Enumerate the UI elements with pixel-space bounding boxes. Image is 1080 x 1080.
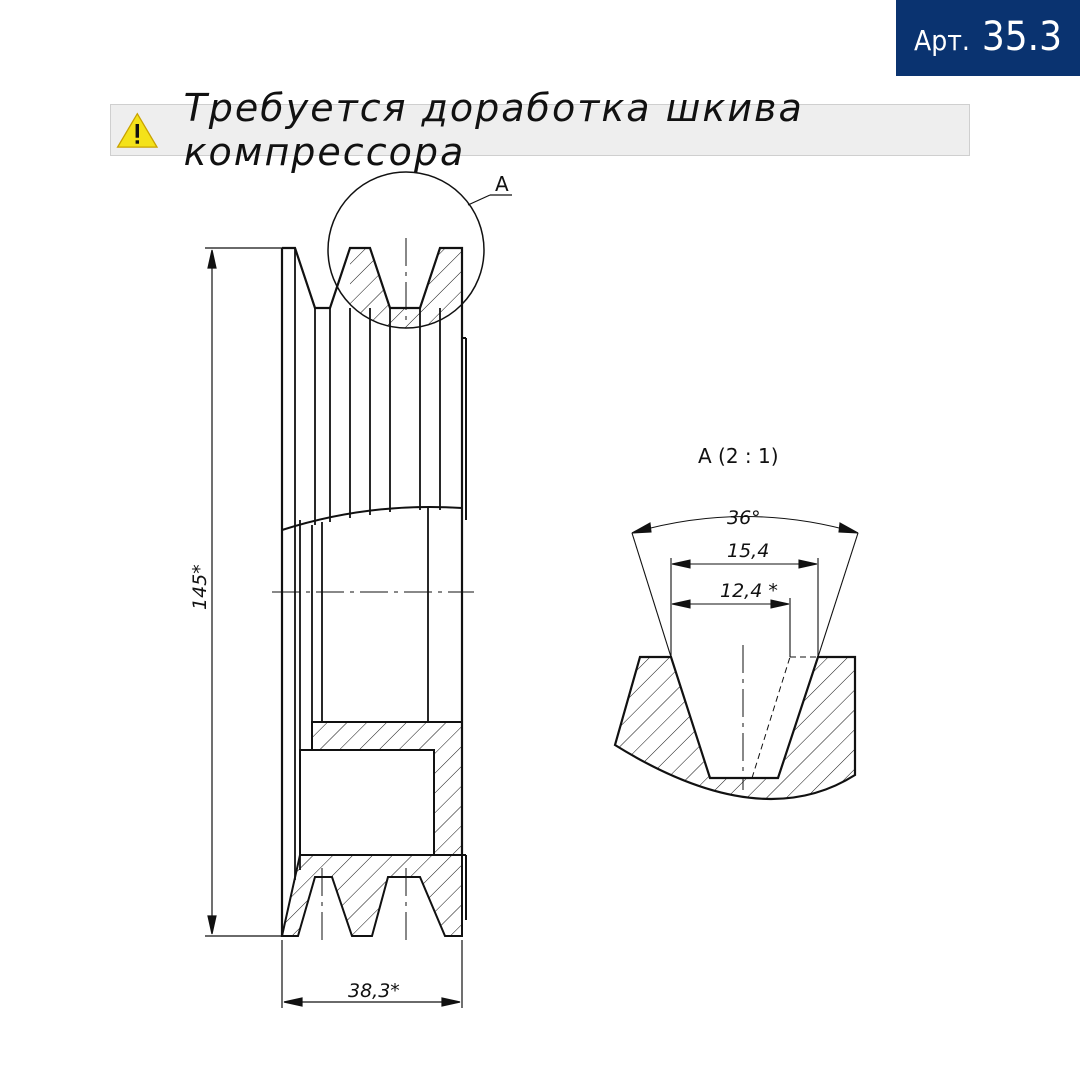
- diameter-label: 145*: [189, 564, 211, 610]
- warning-triangle-icon: [116, 112, 159, 148]
- dimension-groove-bottom: [671, 598, 791, 657]
- pulley-section-view: [205, 171, 512, 1008]
- dimension-diameter: [205, 247, 282, 937]
- detail-circle-a: [327, 171, 485, 329]
- width-label: 38,3*: [348, 980, 400, 1002]
- groove-outer-label: 15,4: [727, 540, 769, 562]
- lower-groove-hatch: [280, 854, 463, 937]
- warning-banner: Требуется доработка шкива компрессора: [110, 86, 970, 174]
- warning-text: Требуется доработка шкива компрессора: [183, 86, 804, 174]
- dimension-groove-outer: [670, 558, 819, 657]
- angle-label: 36°: [727, 507, 761, 529]
- detail-title: А (2 : 1): [698, 444, 779, 468]
- detail-marker: А: [495, 172, 509, 196]
- hub-hatch: [311, 721, 463, 856]
- article-label: Арт.: [914, 24, 970, 57]
- dimension-width: [281, 940, 463, 1008]
- break-line: [281, 505, 463, 531]
- dimension-angle: [631, 515, 859, 658]
- groove-bottom-label: 12,4 *: [720, 580, 778, 602]
- groove-profile-hatch: [613, 655, 857, 801]
- groove-lines: [314, 308, 441, 525]
- article-badge: Арт. 35.3: [896, 0, 1080, 76]
- detail-a-view: [613, 515, 859, 801]
- article-number: 35.3: [981, 14, 1062, 60]
- center-lines: [272, 238, 474, 946]
